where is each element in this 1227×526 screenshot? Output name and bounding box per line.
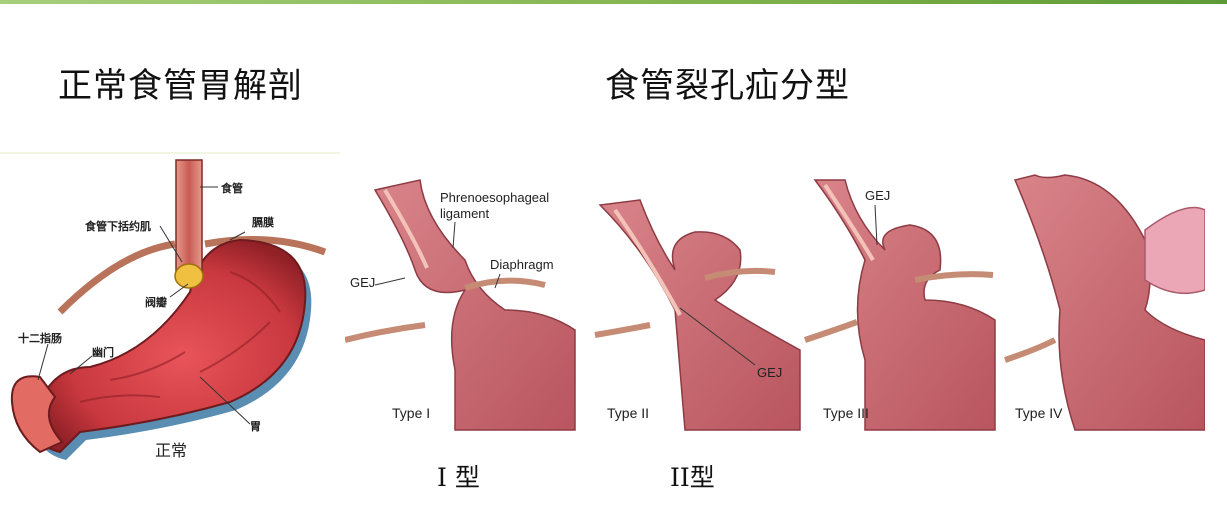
top-accent-bar [0,0,1227,4]
caption-type2: II型 [670,463,715,492]
label-stomach: 胃 [250,420,261,433]
label-duodenum: 十二指肠 [18,332,62,345]
type4-drawing [1004,174,1205,431]
label-les: 食管下括约肌 [85,220,151,233]
title-normal-anatomy: 正常食管胃解剖 [58,66,303,106]
type1-ligament-label: Phrenoesophageal ligament [440,190,550,221]
type2-drawing [594,199,801,431]
stomach-shape [32,238,307,454]
type3-drawing [804,179,996,431]
type1-gej-label: GEJ [350,275,376,290]
label-valve: 阀瓣 [145,296,167,309]
label-pylorus: 幽门 [92,346,114,359]
hernia-types-illustration: Phrenoesophageal ligament Diaphragm GEJ … [345,160,1205,435]
type1-label: Type I [392,405,431,421]
normal-anatomy-illustration: 食管 食管下括约肌 膈膜 阀瓣 十二指肠 幽门 胃 正常 [0,152,340,468]
caption-type1: I 型 [437,463,480,492]
label-esophagus: 食管 [221,182,243,195]
caption-normal: 正常 [155,443,188,460]
type1-diaphragm-label: Diaphragm [490,257,554,272]
esophagus-shape [175,159,203,273]
duodenum-shape [10,375,64,454]
label-diaphragm: 膈膜 [252,216,274,229]
type2-gej-label: GEJ [757,365,783,380]
diaphragm-shape [57,240,176,315]
type4-label: Type IV [1015,405,1063,421]
type3-label: Type III [823,405,869,421]
type3-gej-label: GEJ [865,188,891,203]
type2-label: Type II [607,405,650,421]
title-hernia-types: 食管裂孔疝分型 [605,66,850,106]
type1-drawing [345,179,576,431]
